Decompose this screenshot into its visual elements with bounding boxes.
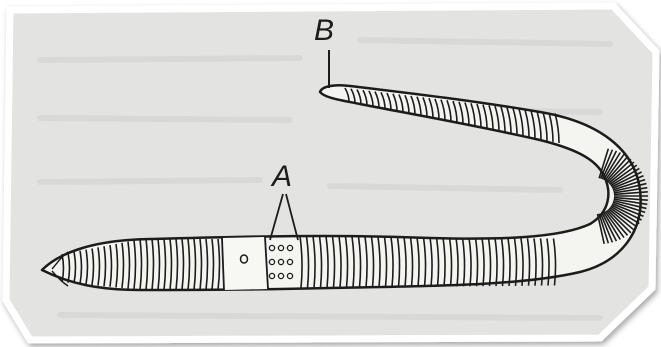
label-a: A	[270, 160, 292, 193]
paper-card	[6, 6, 656, 340]
label-b: B	[314, 14, 334, 47]
